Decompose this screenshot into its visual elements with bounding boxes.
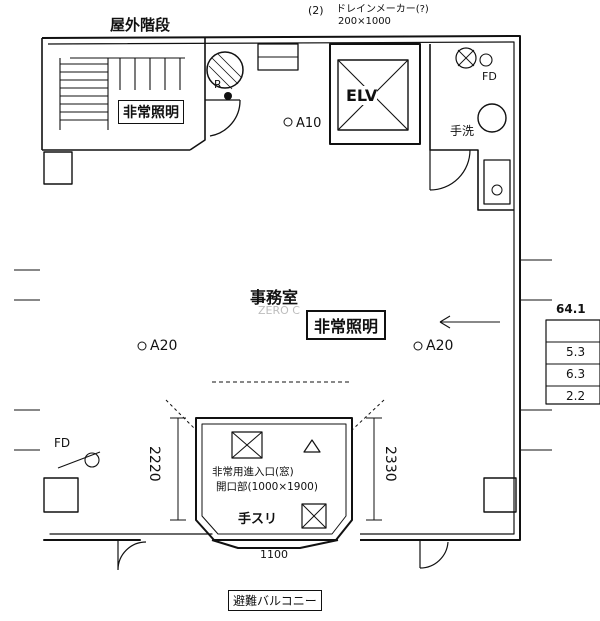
pipe-shaft <box>206 51 244 89</box>
fd-damper-icon <box>479 53 493 67</box>
light-fixture-icon <box>137 341 147 351</box>
dimension-right-label: 2330 <box>382 446 398 482</box>
handrail-box <box>301 503 327 529</box>
fd-damper-icon <box>84 452 100 468</box>
fd-top-label: FD <box>482 70 497 83</box>
emergency-light-stairs-label: 非常照明 <box>118 100 184 124</box>
fd-left-label: FD <box>54 436 71 450</box>
vent-label: ドレインメーカー(?) <box>336 4 429 15</box>
toilet-bowl <box>477 103 507 133</box>
vent-fan <box>455 47 477 69</box>
column <box>483 477 517 513</box>
triangle-mark <box>303 439 321 453</box>
a20-left-label: A20 <box>150 338 178 354</box>
dimension-left-label: 2220 <box>146 446 162 482</box>
side-number-3: 2.2 <box>566 389 586 403</box>
emergency-entry-line1: 非常用進入口(窓) <box>212 466 294 478</box>
vent-size: 200×1000 <box>338 16 391 27</box>
door-left <box>117 540 147 571</box>
handrail-label: 手スリ <box>238 512 278 527</box>
elevator-label: ELV <box>346 86 378 105</box>
side-fraction: 64.1 <box>556 302 586 316</box>
balcony-label: 避難バルコニー <box>228 590 322 611</box>
top-label: (2) <box>308 4 324 17</box>
elevator-shaft <box>329 43 421 145</box>
toilet-room <box>429 44 514 211</box>
a20-right-label: A20 <box>426 338 454 354</box>
stair-treads <box>59 57 185 130</box>
aic-label: A10 <box>296 116 322 131</box>
side-number-1: 5.3 <box>566 345 586 359</box>
emergency-entry-line2: 開口部(1000×1900) <box>216 481 318 493</box>
watermark: ZERO C <box>258 304 300 317</box>
side-openings <box>14 259 552 451</box>
outer-wall <box>41 35 521 549</box>
door-width-label: 1100 <box>260 548 288 561</box>
dimension-left <box>165 399 197 521</box>
side-number-table <box>545 319 600 405</box>
emergency-entry-frame <box>195 417 353 541</box>
office-label: 事務室 <box>250 288 299 307</box>
side-number-2: 6.3 <box>566 367 586 381</box>
light-fixture-icon <box>283 117 293 127</box>
column <box>43 151 73 185</box>
stairwell-wall <box>41 38 206 151</box>
arrow <box>439 315 500 329</box>
toilet-door <box>429 149 471 191</box>
r-mark-dot <box>224 92 232 100</box>
stair-door <box>205 99 241 137</box>
door-right <box>419 540 449 569</box>
inner-wall <box>47 41 515 535</box>
dimension-right <box>351 399 385 521</box>
light-fixture-icon <box>413 341 423 351</box>
sink <box>483 159 511 205</box>
emergency-light-stamp: 非常照明 <box>306 310 387 340</box>
outdoor-stairs-label: 屋外階段 <box>110 16 171 34</box>
window-mark <box>231 431 263 459</box>
toilet-label: 手洗 <box>450 124 475 138</box>
column <box>43 477 79 513</box>
r-mark-label: R <box>214 78 222 91</box>
